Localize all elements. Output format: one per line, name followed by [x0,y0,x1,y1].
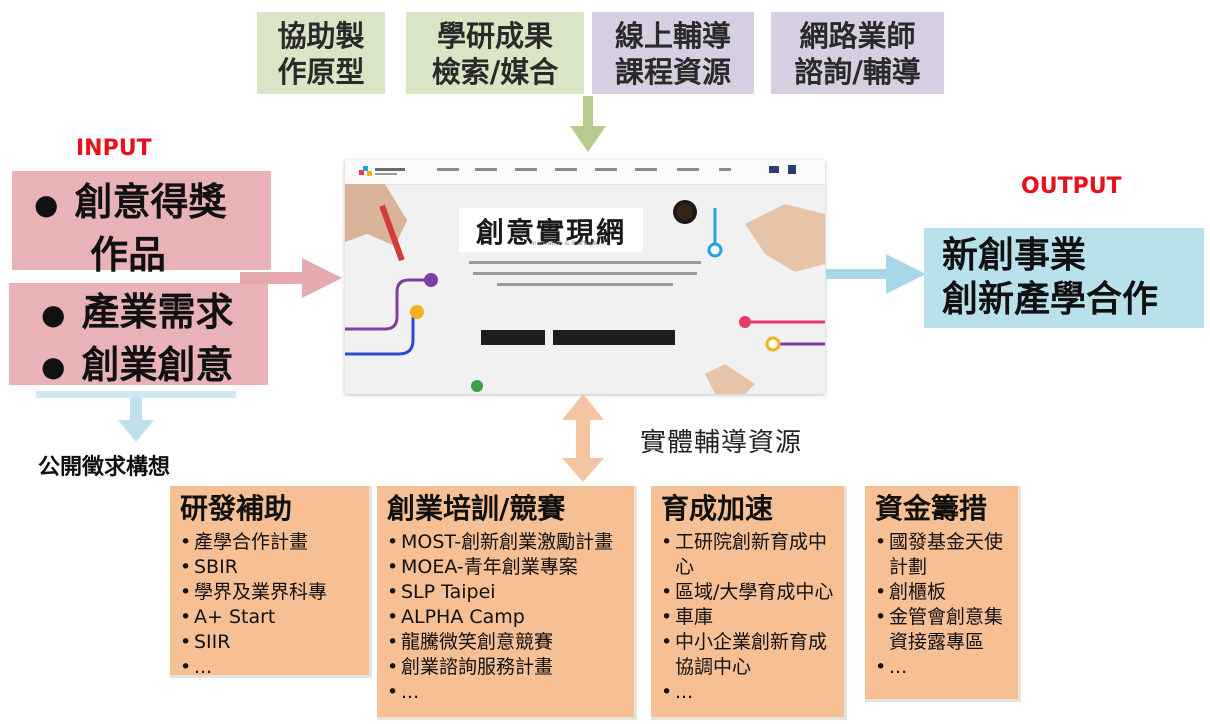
list-item: ... [180,655,359,680]
list-item: 產學合作計畫 [180,530,359,555]
list-item: ... [387,680,624,705]
list-item: 國發基金天使計劃 [875,530,1008,580]
box-funding: 資金籌措 國發基金天使計劃 創櫃板 金管會創意集資接露專區 ... [865,486,1021,702]
list-item: 中小企業創新育成協調中心 [661,630,834,680]
top-box-online-mentor: 網路業師 諮詢/輔導 [771,12,944,94]
top-box-line1: 協助製 [277,19,365,53]
list-item: SIIR [180,630,359,655]
site-logo [359,166,373,178]
box-startup-training: 創業培訓/競賽 MOST-創新創業激勵計畫 MOEA-青年創業專案 SLP Ta… [377,486,637,720]
top-box-line1: 網路業師 [799,19,916,53]
top-box-line2: 檢索/媒合 [431,55,559,89]
box-list: 國發基金天使計劃 創櫃板 金管會創意集資接露專區 ... [875,530,1008,680]
top-box-line1: 線上輔導 [614,19,731,53]
site-button-3[interactable] [609,330,675,345]
top-box-line1: 學研成果 [436,19,553,53]
list-item: MOST-創新創業激勵計畫 [387,530,624,555]
box-list: MOST-創新創業激勵計畫 MOEA-青年創業專案 SLP Taipei ALP… [387,530,624,705]
input-down-arrow [118,398,154,442]
site-logo-text [375,173,397,175]
site-button-1[interactable] [481,330,545,345]
input-item-industry-needs: ●產業需求 [41,290,234,334]
center-double-arrow [562,394,604,482]
website-screenshot: 創意實現網 Innovation & Startups [345,160,825,394]
bullet-icon: ● [34,187,59,221]
site-subtitle: Innovation & Startups [531,240,597,247]
physical-resources-label: 實體輔導資源 [640,428,803,458]
site-header-bar [345,160,825,185]
output-right-arrow [826,254,926,294]
mail-icon[interactable] [769,166,779,173]
list-item: SLP Taipei [387,580,624,605]
top-box-research-matching: 學研成果 檢索/媒合 [406,12,584,94]
top-box-online-courses: 線上輔導 課程資源 [592,12,754,94]
box-list: 工研院創新育成中心 區域/大學育成中心 車庫 中小企業創新育成協調中心 ... [661,530,834,705]
site-nav[interactable] [437,168,737,174]
box-title: 資金籌措 [875,492,988,525]
public-call-label: 公開徵求構想 [38,455,171,480]
box-list: 產學合作計畫 SBIR 學界及業界科專 A+ Start SIIR ... [180,530,359,680]
output-line1: 新創事業 [942,235,1087,276]
list-item: 金管會創意集資接露專區 [875,605,1008,655]
site-title-card [459,208,643,252]
site-hero-illustration [345,184,825,394]
input-box-line2: 作品 [90,232,167,277]
input-box-award-works: ●創意得獎 作品 [12,171,271,277]
list-item: 車庫 [661,605,834,630]
list-item: SBIR [180,555,359,580]
top-box-line2: 作原型 [277,55,365,89]
output-line2: 創新產學合作 [942,279,1159,320]
list-item: 工研院創新育成中心 [661,530,834,580]
output-title: OUTPUT [1021,174,1122,199]
input-underline-band [36,391,236,398]
list-item: ... [875,655,1008,680]
box-rd-subsidy: 研發補助 產學合作計畫 SBIR 學界及業界科專 A+ Start SIIR .… [170,486,372,678]
top-box-line2: 課程資源 [614,55,731,89]
list-item: 創櫃板 [875,580,1008,605]
list-item: 龍騰微笑創意競賽 [387,630,624,655]
input-box-needs: ●產業需求 ●創業創意 [9,283,268,387]
list-item: A+ Start [180,605,359,630]
list-item: 區域/大學育成中心 [661,580,834,605]
output-box: 新創事業 創新產學合作 [924,228,1204,328]
top-down-arrow [570,96,606,152]
input-box-line1: ●創意得獎 [34,180,227,224]
box-incubation: 育成加速 工研院創新育成中心 區域/大學育成中心 車庫 中小企業創新育成協調中心… [651,486,847,720]
list-item: MOEA-青年創業專案 [387,555,624,580]
bullet-icon: ● [41,350,66,383]
box-title: 創業培訓/競賽 [387,492,566,525]
input-title: INPUT [76,136,152,161]
box-title: 育成加速 [661,492,774,525]
site-description [467,258,703,298]
bullet-icon: ● [41,297,66,331]
site-button-2[interactable] [553,330,617,345]
top-box-prototype: 協助製 作原型 [257,12,385,94]
box-title: 研發補助 [180,492,293,525]
site-logo-text [375,168,405,171]
list-item: ALPHA Camp [387,605,624,630]
list-item: 學界及業界科專 [180,580,359,605]
input-item-startup-ideas: ●創業創意 [41,342,234,387]
list-item: 創業諮詢服務計畫 [387,655,624,680]
facebook-icon[interactable] [788,165,796,174]
list-item: ... [661,680,834,705]
site-title: 創意實現網 [475,216,626,249]
input-right-arrow [240,258,342,298]
top-box-line2: 諮詢/輔導 [794,55,921,89]
